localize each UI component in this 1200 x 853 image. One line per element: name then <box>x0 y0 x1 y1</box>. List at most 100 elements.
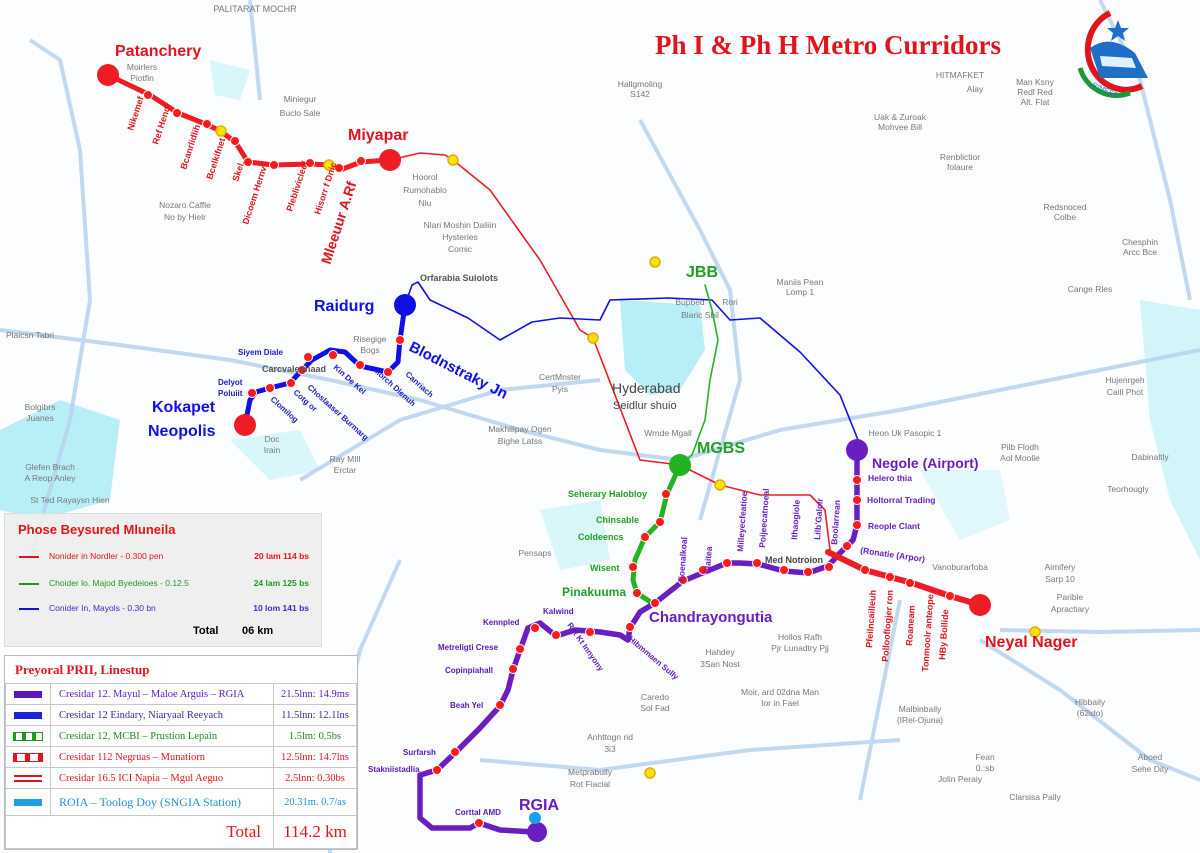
station-label: Carcvalennaad <box>262 364 326 374</box>
place-label: Teorhougly <box>1107 484 1149 494</box>
station-marker[interactable] <box>852 520 862 530</box>
station-marker[interactable] <box>243 157 253 167</box>
station-marker[interactable] <box>632 588 642 598</box>
terminal-negole[interactable] <box>846 439 868 461</box>
blue-line-thick[interactable] <box>242 302 408 428</box>
green-line-thin[interactable] <box>679 284 719 466</box>
station-marker[interactable] <box>551 630 561 640</box>
place-label: Makhilipay Ogen <box>488 424 552 434</box>
station-marker[interactable] <box>495 700 505 710</box>
station-marker[interactable] <box>860 565 870 575</box>
place-label: Vanoburarfoba <box>932 562 988 572</box>
station-marker[interactable] <box>585 627 595 637</box>
station-marker[interactable] <box>303 352 313 362</box>
station-marker[interactable] <box>803 567 813 577</box>
purple-swatch <box>14 690 42 698</box>
station-marker[interactable] <box>515 644 525 654</box>
station-label: Poijeecatnoeal <box>757 488 771 548</box>
place-label: HITMAFKET <box>936 70 984 80</box>
station-marker[interactable] <box>945 591 955 601</box>
station-marker[interactable] <box>395 335 405 345</box>
terminal-raidurg[interactable] <box>394 294 416 316</box>
green-line-swatch <box>19 583 39 585</box>
station-marker[interactable] <box>334 163 344 173</box>
blue-line-thin[interactable] <box>404 281 859 441</box>
place-label: Pensaps <box>518 548 551 558</box>
place-label: Nozaro Caffle <box>159 200 211 210</box>
place-label: 3San Nost <box>700 659 740 669</box>
red-line-nw[interactable] <box>105 72 393 173</box>
station-label: Boolarrean <box>829 500 842 545</box>
station-marker[interactable] <box>885 572 895 582</box>
junction-label: Blodnstraky Jn <box>406 338 510 402</box>
station-marker[interactable] <box>678 575 688 585</box>
place-label: Hollos Rafh <box>778 632 822 642</box>
station-marker[interactable] <box>432 765 442 775</box>
place-label: Rot Fiacial <box>570 779 610 789</box>
row-value: 21.5lnn: 14.9ms <box>273 683 357 705</box>
station-marker[interactable] <box>628 562 638 572</box>
terminal-patanchery[interactable] <box>97 64 119 86</box>
total-label: Total <box>5 815 274 849</box>
place-label: Erctar <box>334 465 357 475</box>
station-marker[interactable] <box>383 367 393 377</box>
place-label: Heon Uk Pasopic 1 <box>869 428 942 438</box>
station-marker[interactable] <box>143 90 153 100</box>
station-marker[interactable] <box>450 747 460 757</box>
station-marker[interactable] <box>297 365 307 375</box>
interchange-icon <box>1029 626 1041 638</box>
terminal-label: Patanchery <box>115 43 201 60</box>
red-line-east[interactable] <box>825 549 983 608</box>
green-line-thick[interactable] <box>630 462 683 608</box>
terminal-rgia[interactable] <box>527 822 547 842</box>
terminal-mgbs[interactable] <box>669 454 691 476</box>
station-marker[interactable] <box>661 489 671 499</box>
station-label: Orfarabia Suiolots <box>420 273 498 283</box>
station-marker[interactable] <box>640 532 650 542</box>
station-marker[interactable] <box>265 383 275 393</box>
station-marker[interactable] <box>779 565 789 575</box>
row-name: Nonider in Nordler - 0.300 pen <box>49 551 164 561</box>
station-marker[interactable] <box>172 108 182 118</box>
place-label: folaure <box>947 162 973 172</box>
station-marker[interactable] <box>269 160 279 170</box>
station-marker[interactable] <box>722 558 732 568</box>
row-name: Cresidar 12 Eindary, Niaryaal Reeyach <box>50 704 274 726</box>
station-marker[interactable] <box>328 350 338 360</box>
station-marker[interactable] <box>852 495 862 505</box>
terminal-label: Chandrayongutia <box>649 609 773 626</box>
terminal-kokapet[interactable] <box>234 414 256 436</box>
terminal-neyal-nager[interactable] <box>969 594 991 616</box>
stations <box>97 64 1041 842</box>
place-label: Aol Moolle <box>1000 453 1040 463</box>
place-label: Jolin Peraiy <box>938 774 983 784</box>
station-marker[interactable] <box>655 517 665 527</box>
place-label: Juanes <box>26 413 53 423</box>
cyan-swatch <box>14 798 42 806</box>
station-marker[interactable] <box>905 578 915 588</box>
terminal-label: MGBS <box>697 440 745 457</box>
place-label: Mohvee Bill <box>878 122 922 132</box>
station-marker[interactable] <box>286 378 296 388</box>
station-marker[interactable] <box>356 156 366 166</box>
station-marker[interactable] <box>752 558 762 568</box>
station-marker[interactable] <box>625 622 635 632</box>
station-label: Ref Hendr <box>150 101 173 145</box>
station-marker[interactable] <box>698 565 708 575</box>
station-marker[interactable] <box>530 623 540 633</box>
station-marker[interactable] <box>202 119 212 129</box>
station-marker[interactable] <box>852 475 862 485</box>
station-marker[interactable] <box>842 541 852 551</box>
station-marker[interactable] <box>230 136 240 146</box>
station-marker[interactable] <box>824 562 834 572</box>
terminal-miyapar[interactable] <box>379 149 401 171</box>
station-marker[interactable] <box>355 360 365 370</box>
station-marker[interactable] <box>508 664 518 674</box>
station-marker[interactable] <box>305 158 315 168</box>
station-label: Bcelkifnet <box>204 137 227 181</box>
station-marker[interactable] <box>650 598 660 608</box>
station-marker[interactable] <box>474 818 484 828</box>
station-marker[interactable] <box>247 388 257 398</box>
